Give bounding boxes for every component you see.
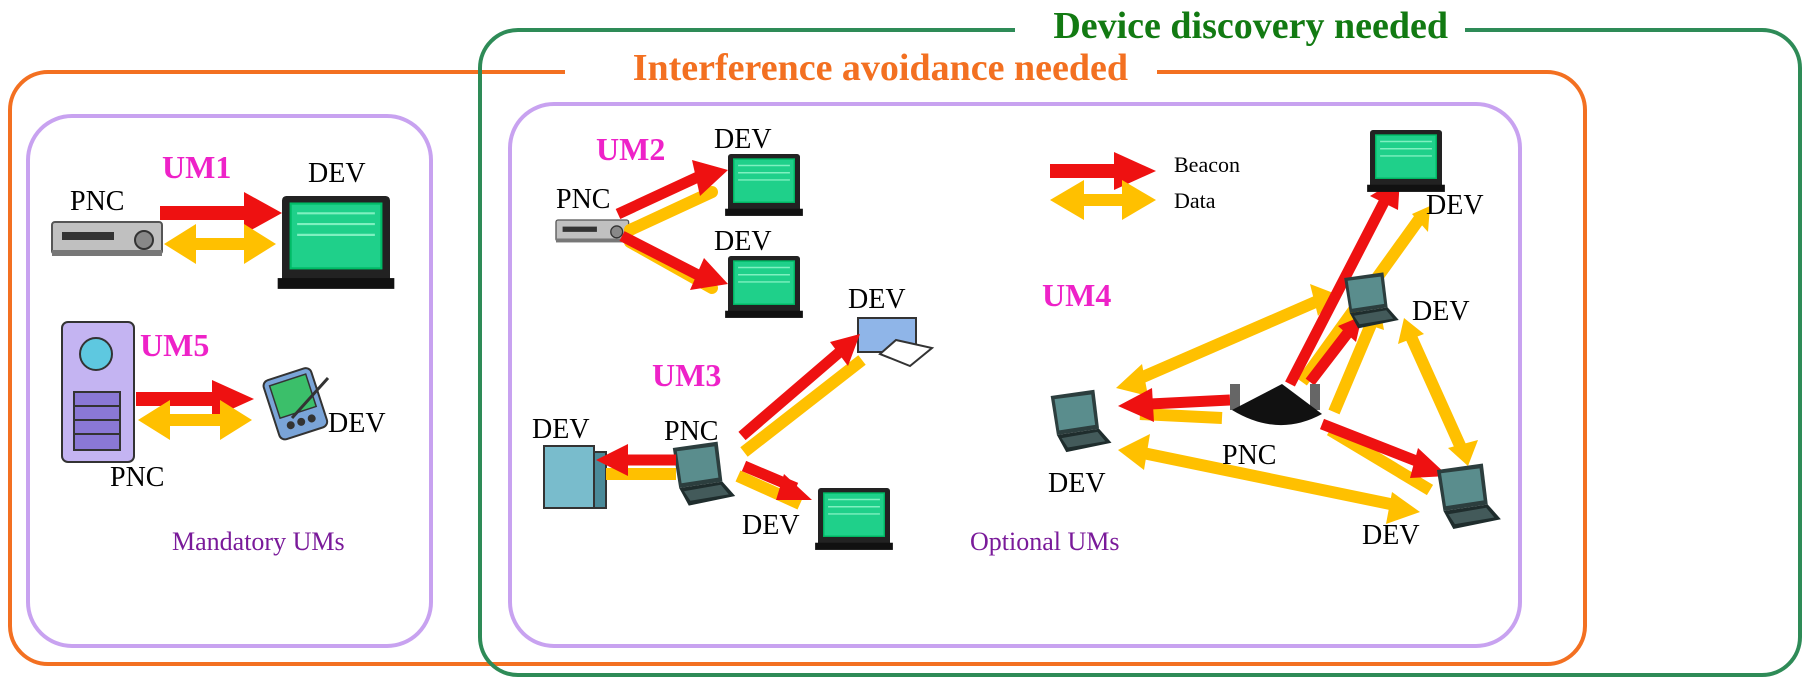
um3-label: UM3 [652, 357, 721, 393]
mandatory-ums-caption: Mandatory UMs [172, 527, 345, 556]
um1-data-arrow [164, 224, 276, 264]
access-point-icon [1230, 384, 1322, 426]
um3-data-arrows [606, 355, 866, 510]
um4-data-arrowheads [1116, 206, 1478, 524]
printer-icon [857, 317, 935, 368]
um5-pnc-label: PNC [110, 462, 164, 493]
optional-ums-caption: Optional UMs [970, 527, 1120, 556]
device-discovery-box [478, 28, 1802, 677]
tower-pc-icon [61, 321, 135, 463]
um2-dev2-label: DEV [714, 226, 772, 257]
pda-icon [262, 367, 329, 441]
um3-dev-monitor-label: DEV [742, 510, 800, 541]
monitor-icon-um4 [1366, 129, 1446, 193]
um4-label: UM4 [1042, 277, 1111, 313]
device-discovery-header: Device discovery needed [1053, 5, 1448, 47]
um1-pnc-label: PNC [70, 186, 124, 217]
interference-avoidance-header: Interference avoidance needed [633, 47, 1128, 89]
um5-data-arrow [138, 400, 252, 440]
legend-beacon-label: Beacon [1174, 152, 1240, 177]
laptop-icon-um4b [1050, 389, 1112, 453]
um4-pnc-label: PNC [1222, 440, 1276, 471]
um4-dev-right-label: DEV [1362, 520, 1420, 551]
um2-pnc-label: PNC [556, 184, 610, 215]
laptop-icon-um4c [1436, 463, 1501, 530]
legend-data-arrow [1050, 180, 1156, 220]
um4-dev-top-label: DEV [1426, 190, 1484, 221]
monitor-icon-um2a [724, 153, 804, 217]
um4-beacon-arrows [1149, 199, 1427, 470]
um1-dev-label: DEV [308, 158, 366, 189]
um4-beacon-arrowheads [1118, 178, 1448, 478]
um3-pnc-label: PNC [664, 416, 718, 447]
um3-dev-server-label: DEV [532, 414, 590, 445]
monitor-icon-um3 [814, 487, 894, 551]
vcr-icon [51, 221, 163, 257]
um1-beacon-arrow [160, 192, 282, 234]
laptop-icon-um3 [672, 441, 736, 506]
um4-dev-left-label: DEV [1048, 468, 1106, 499]
legend-beacon-arrow [1050, 152, 1156, 190]
um4-dev-mid-label: DEV [1412, 296, 1470, 327]
um2-label: UM2 [596, 131, 665, 167]
monitor-icon-um2b [724, 255, 804, 319]
server-icon [543, 445, 607, 509]
um5-dev-label: DEV [328, 408, 386, 439]
vcr-icon-um2 [555, 219, 630, 244]
optional-ums-box [508, 102, 1522, 648]
legend-data-label: Data [1174, 188, 1216, 213]
um1-label: UM1 [162, 149, 231, 185]
um3-dev-printer-label: DEV [848, 284, 906, 315]
mandatory-ums-box [26, 114, 433, 648]
um2-dev1-label: DEV [714, 124, 772, 155]
um5-label: UM5 [140, 327, 209, 363]
um2-beacon-arrows [615, 171, 703, 281]
monitor-icon [276, 194, 396, 290]
